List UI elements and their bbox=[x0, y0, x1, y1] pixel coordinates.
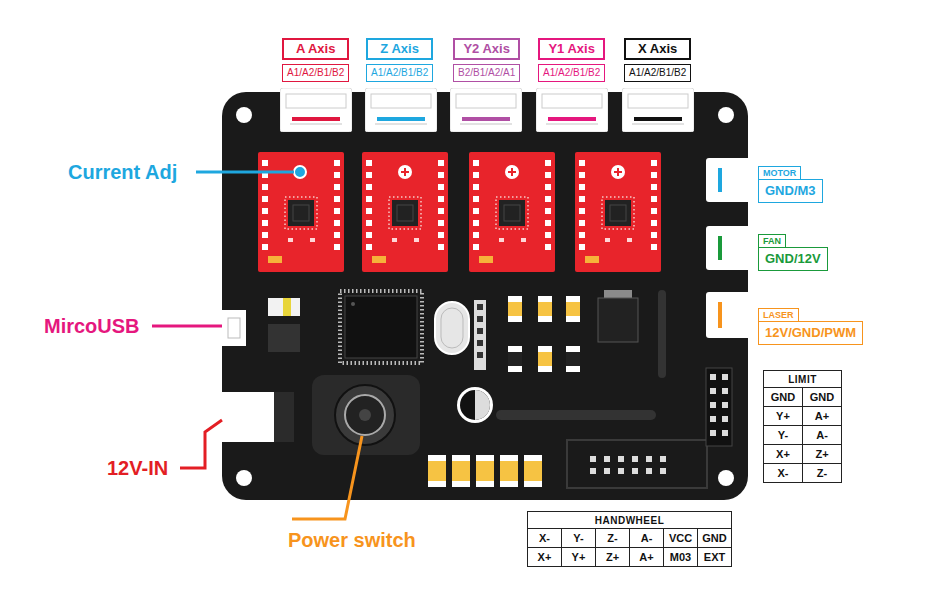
leader-line bbox=[292, 436, 362, 519]
callout-label: Current Adj bbox=[68, 160, 177, 184]
port-label: MOTORGND/M3 bbox=[758, 162, 823, 203]
pin-list: 12V/GND/PWM bbox=[758, 321, 863, 345]
table-cell: A- bbox=[803, 426, 842, 445]
callout-label: 12V-IN bbox=[107, 456, 168, 480]
leader-line bbox=[196, 171, 294, 174]
callout-label: MircoUSB bbox=[44, 314, 140, 338]
port-label: FANGND/12V bbox=[758, 230, 828, 271]
table-grid: HANDWHEELX-Y-Z-A-VCCGNDX+Y+Z+A+M03EXT bbox=[527, 511, 732, 567]
pin-table: HANDWHEELX-Y-Z-A-VCCGNDX+Y+Z+A+M03EXT bbox=[527, 511, 732, 567]
table-cell: X- bbox=[764, 464, 803, 483]
table-row: Y+A+ bbox=[764, 407, 842, 426]
axis-label: A AxisA1/A2/B1/B2 bbox=[282, 38, 349, 82]
callout-label: Power switch bbox=[288, 528, 416, 552]
table-row: Y-A- bbox=[764, 426, 842, 445]
table-grid: LIMITGNDGNDY+A+Y-A-X+Z+X-Z- bbox=[763, 370, 842, 483]
table-cell: A+ bbox=[803, 407, 842, 426]
table-row: GNDGND bbox=[764, 388, 842, 407]
table-row: HANDWHEEL bbox=[528, 512, 732, 529]
table-row: X+Y+Z+A+M03EXT bbox=[528, 548, 732, 567]
axis-label: Z AxisA1/A2/B1/B2 bbox=[366, 38, 433, 82]
axis-name: X Axis bbox=[624, 38, 691, 60]
pin-list: GND/12V bbox=[758, 247, 828, 271]
table-cell: X- bbox=[528, 529, 562, 548]
port-name: FAN bbox=[758, 234, 786, 247]
table-cell: Z- bbox=[803, 464, 842, 483]
table-cell: GND bbox=[698, 529, 732, 548]
table-cell: Y+ bbox=[562, 548, 596, 567]
leader-line bbox=[152, 325, 222, 328]
port-name: LASER bbox=[758, 308, 799, 321]
table-cell: GND bbox=[764, 388, 803, 407]
axis-name: Y2 Axis bbox=[453, 38, 520, 60]
pin-order: A1/A2/B1/B2 bbox=[366, 64, 433, 82]
pin-order: A1/A2/B1/B2 bbox=[282, 64, 349, 82]
port-label: LASER12V/GND/PWM bbox=[758, 304, 863, 345]
axis-name: Z Axis bbox=[366, 38, 433, 60]
table-cell: Z+ bbox=[596, 548, 630, 567]
axis-label: X AxisA1/A2/B1/B2 bbox=[624, 38, 691, 82]
pin-table: LIMITGNDGNDY+A+Y-A-X+Z+X-Z- bbox=[763, 370, 842, 483]
table-cell: Z+ bbox=[803, 445, 842, 464]
pin-order: A1/A2/B1/B2 bbox=[538, 64, 605, 82]
axis-name: Y1 Axis bbox=[538, 38, 605, 60]
table-row: X-Z- bbox=[764, 464, 842, 483]
table-cell: X+ bbox=[528, 548, 562, 567]
table-cell: A+ bbox=[630, 548, 664, 567]
table-cell: Y- bbox=[764, 426, 803, 445]
table-cell: X+ bbox=[764, 445, 803, 464]
table-cell: VCC bbox=[664, 529, 698, 548]
pin-order: A1/A2/B1/B2 bbox=[624, 64, 691, 82]
axis-name: A Axis bbox=[282, 38, 349, 60]
table-row: X+Z+ bbox=[764, 445, 842, 464]
table-cell: A- bbox=[630, 529, 664, 548]
table-cell: M03 bbox=[664, 548, 698, 567]
axis-label: Y2 AxisB2/B1/A2/A1 bbox=[453, 38, 520, 82]
pin-list: GND/M3 bbox=[758, 179, 823, 203]
table-cell: EXT bbox=[698, 548, 732, 567]
axis-label: Y1 AxisA1/A2/B1/B2 bbox=[538, 38, 605, 82]
table-cell: Z- bbox=[596, 529, 630, 548]
port-name: MOTOR bbox=[758, 166, 801, 179]
table-cell: Y+ bbox=[764, 407, 803, 426]
table-cell: GND bbox=[803, 388, 842, 407]
table-row: LIMIT bbox=[764, 371, 842, 388]
pin-order: B2/B1/A2/A1 bbox=[453, 64, 520, 82]
table-heading: LIMIT bbox=[764, 371, 842, 388]
table-heading: HANDWHEEL bbox=[528, 512, 732, 529]
table-cell: Y- bbox=[562, 529, 596, 548]
leader-line bbox=[180, 420, 222, 468]
table-row: X-Y-Z-A-VCCGND bbox=[528, 529, 732, 548]
